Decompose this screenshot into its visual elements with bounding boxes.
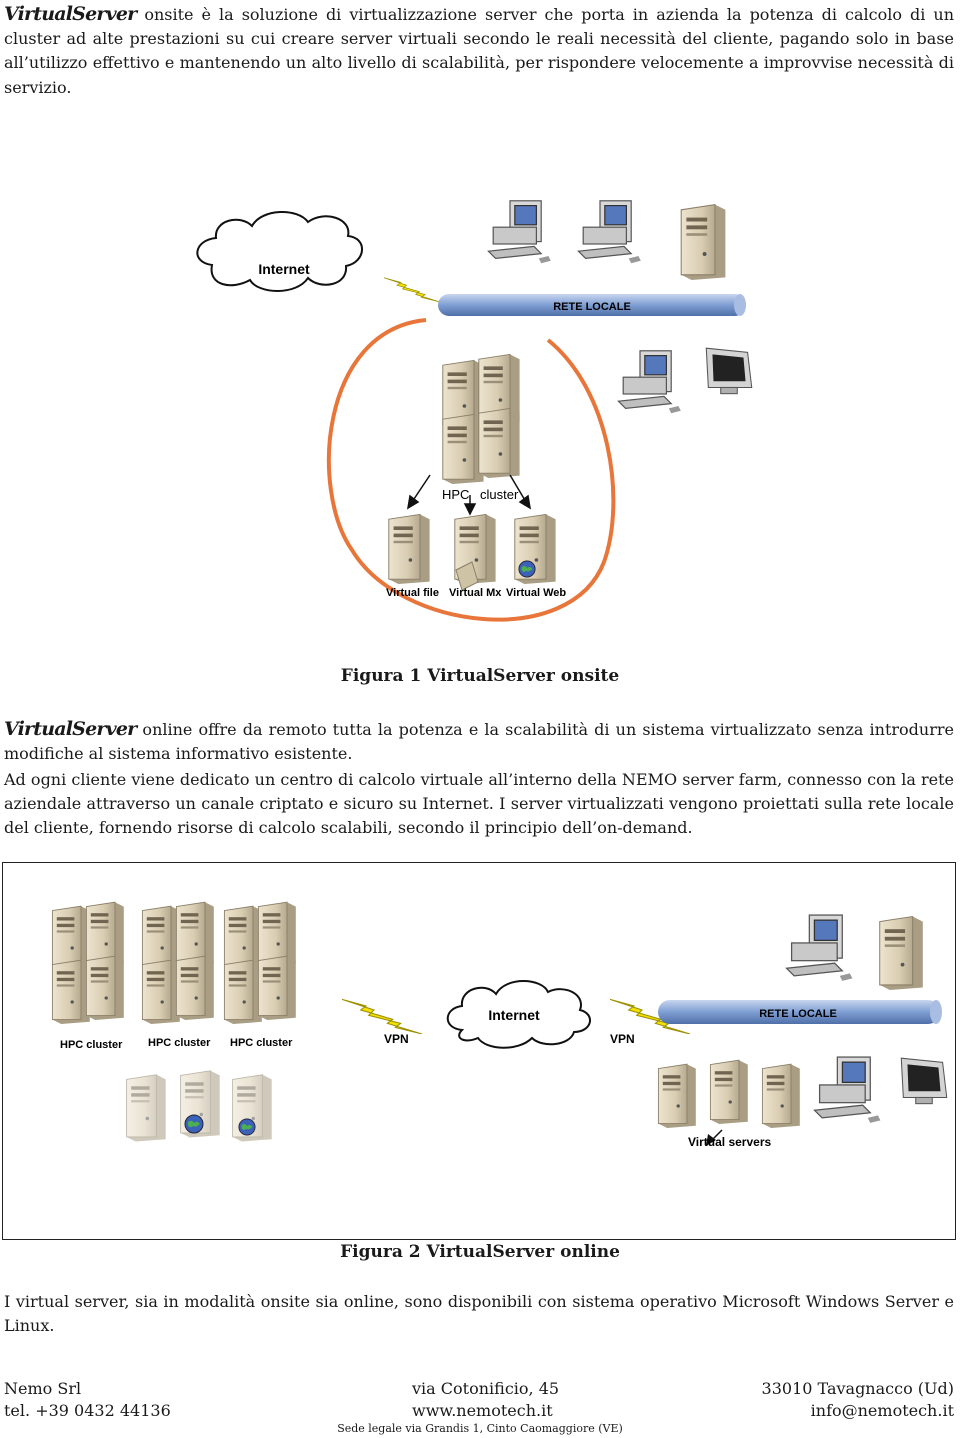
vs-label-mx: Virtual Mx (449, 587, 502, 599)
lan-pipe: RETE LOCALE (658, 1000, 942, 1024)
server-icon (388, 513, 431, 584)
figure-1-caption: Figura 1 VirtualServer onsite (340, 666, 620, 686)
pc-icon (487, 200, 552, 264)
vpn-label-left: VPN (384, 1032, 409, 1046)
footer-company: Nemo Srl (4, 1379, 82, 1398)
footer-email: info@nemotech.it (810, 1401, 954, 1420)
footer-city: 33010 Tavagnacco (Ud) (761, 1379, 954, 1398)
pc-icon (577, 200, 642, 264)
internet-cloud: Internet (446, 980, 591, 1049)
vs-label-web: Virtual Web (506, 587, 566, 599)
internet-cloud: Internet (196, 210, 363, 292)
intro-paragraph: VirtualServer onsite è la soluzione di v… (4, 2, 954, 100)
online-paragraph: VirtualServer online offre da remoto tut… (4, 717, 954, 766)
online-text-1: online offre da remoto tutta la potenza … (4, 720, 954, 764)
server-icon (680, 203, 727, 280)
vpn-label-right: VPN (610, 1032, 635, 1046)
figure-2-caption: Figura 2 VirtualServer online (340, 1242, 620, 1262)
footer-address: via Cotonificio, 45 (412, 1379, 560, 1398)
mail-icon (455, 561, 479, 591)
pc-icon (617, 350, 682, 414)
closing-paragraph: I virtual server, sia in modalità onsite… (4, 1292, 954, 1336)
vs-label-file: Virtual file (386, 587, 439, 599)
lan-label: RETE LOCALE (553, 301, 631, 313)
footer-phone: tel. +39 0432 44136 (4, 1401, 171, 1420)
brand-name: VirtualServer (4, 3, 137, 25)
server-icon (442, 413, 485, 484)
monitor-icon (705, 347, 753, 395)
lan-label: RETE LOCALE (759, 1008, 837, 1020)
cluster-label-hpc: HPC (442, 487, 469, 502)
virtual-servers-label: Virtual servers (688, 1135, 771, 1149)
hpc-label-3: HPC cluster (230, 1037, 293, 1049)
figure-2-diagram: HPC cluster HPC cluster HPC cluster VPN … (2, 862, 956, 1240)
cluster-arrows (406, 474, 532, 516)
lightning-icon (383, 277, 441, 302)
footer-web: www.nemotech.it (412, 1401, 553, 1420)
online-paragraph-2: Ad ogni cliente viene dedicato un centro… (4, 770, 954, 838)
lan-pipe: RETE LOCALE (438, 294, 746, 316)
globe-icon (518, 560, 536, 578)
arrow-head (706, 1134, 716, 1146)
cloud-label: Internet (258, 261, 310, 277)
cloud-label: Internet (488, 1007, 540, 1023)
figure-1-diagram: Internet RETE LOCALE HPC cluster (180, 190, 770, 650)
onsite-ring (326, 318, 616, 622)
brand-name: VirtualServer (4, 718, 137, 740)
intro-text: onsite è la soluzione di virtualizzazion… (4, 5, 954, 97)
server-icon (478, 407, 521, 478)
cluster-label-cluster: cluster (480, 487, 519, 502)
hpc-label-1: HPC cluster (60, 1039, 123, 1051)
figure-2-frame (2, 862, 956, 1240)
hpc-label-2: HPC cluster (148, 1037, 211, 1049)
footer-legal: Sede legale via Grandis 1, Cinto Caomagg… (337, 1422, 623, 1435)
